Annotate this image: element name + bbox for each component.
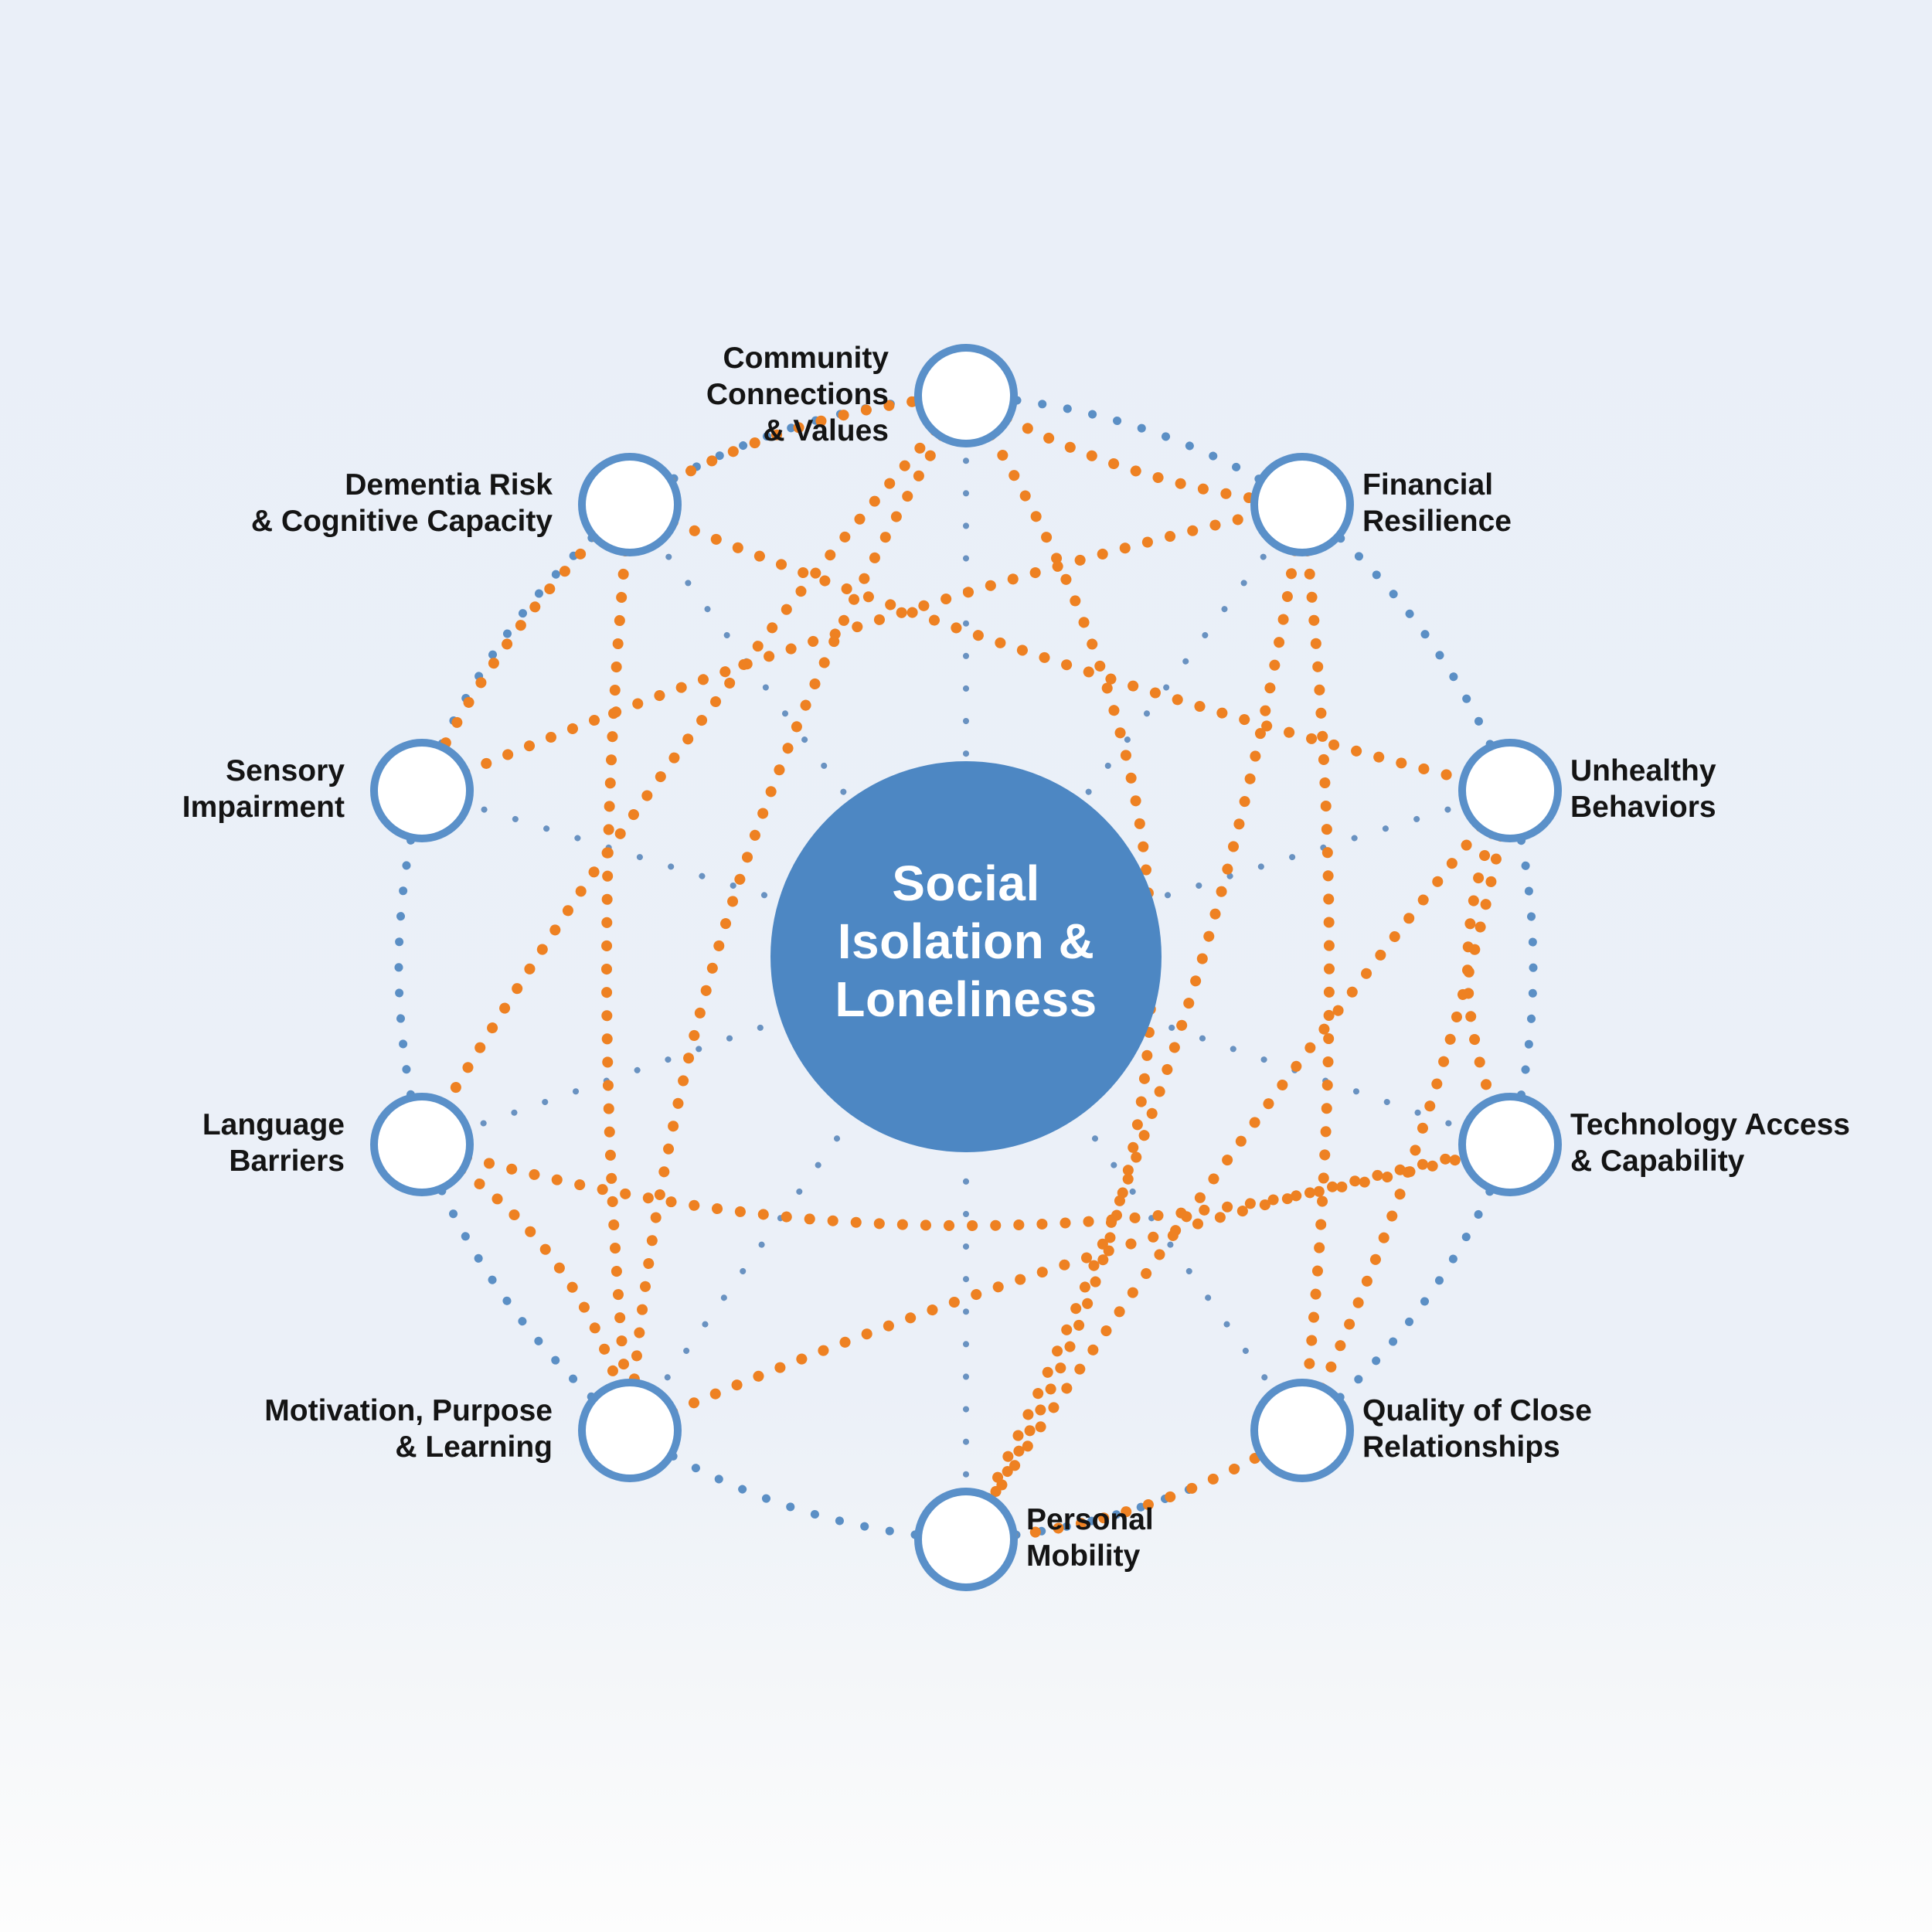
node-label-line: Mobility [1026, 1539, 1141, 1573]
node-circle-language [370, 1093, 474, 1196]
node-label-line: & Learning [395, 1430, 553, 1464]
edge-orange-financial-quality [1297, 499, 1335, 1436]
center-label: Social Isolation & Loneliness [765, 855, 1167, 1034]
node-label-line: & Capability [1570, 1145, 1745, 1178]
node-label-line: Resilience [1362, 505, 1512, 538]
edge-orange-dementia-unhealthy [624, 499, 1515, 796]
node-label-line: Sensory [226, 754, 345, 787]
node-circle-mobility [914, 1488, 1018, 1591]
edge-orange-dementia-motivation [601, 499, 635, 1436]
edge-radial-motivation [627, 954, 969, 1434]
node-label-line: Connections [706, 377, 889, 411]
edge-orange-sensory-financial [417, 499, 1308, 796]
node-label-technology: Technology Access & Capability [1570, 1107, 1850, 1179]
edge-orange-motivation-technology [624, 1139, 1515, 1436]
node-label-motivation: Motivation, Purpose& Learning [264, 1393, 553, 1465]
edge-perimeter-community-financial [961, 391, 1307, 509]
node-label-line: Relationships [1362, 1430, 1560, 1464]
edge-orange-community-language [417, 390, 971, 1150]
edge-radial-quality [963, 954, 1305, 1434]
edge-orange-community-financial [961, 390, 1308, 510]
node-circle-unhealthy [1458, 739, 1562, 842]
edge-orange-language-motivation [417, 1139, 635, 1436]
node-label-line: & Cognitive Capacity [250, 505, 553, 538]
node-label-line: Quality of Close [1362, 1394, 1592, 1427]
center-label-line: Isolation & [837, 913, 1095, 969]
node-label-line: Technology Access [1570, 1108, 1850, 1141]
node-label-line: Motivation, Purpose [264, 1394, 553, 1427]
center-circle [770, 761, 1162, 1152]
node-label-line: Impairment [182, 791, 345, 824]
node-circle-technology [1458, 1093, 1562, 1196]
edge-orange-unhealthy-technology [1462, 785, 1515, 1150]
node-label-dementia: Dementia Risk& Cognitive Capacity [251, 467, 553, 539]
edge-orange-language-technology [417, 1139, 1515, 1231]
node-label-line: Behaviors [1570, 791, 1716, 824]
node-circle-motivation [578, 1379, 682, 1482]
edge-perimeter-language-sensory [394, 786, 427, 1149]
edge-orange-unhealthy-quality [1297, 785, 1515, 1436]
node-label-line: Financial [1362, 468, 1494, 502]
node-circle-community [914, 344, 1018, 447]
node-circle-quality [1250, 1379, 1354, 1482]
node-circle-dementia [578, 453, 682, 556]
node-label-line: Community [723, 341, 889, 375]
node-circle-financial [1250, 453, 1354, 556]
node-label-line: Unhealthy [1570, 754, 1716, 787]
edge-orange-financial-mobility [961, 499, 1308, 1545]
center-label-line: Loneliness [835, 971, 1097, 1027]
node-label-line: & Values [763, 413, 889, 447]
edge-orange-unhealthy-mobility [961, 785, 1515, 1545]
node-label-line: Barriers [229, 1145, 345, 1178]
edge-perimeter-mobility-motivation [625, 1426, 971, 1544]
edge-orange-community-motivation [624, 390, 971, 1436]
node-label-line: Language [202, 1108, 345, 1141]
edge-perimeter-unhealthy-technology [1505, 786, 1538, 1149]
node-label-line: Dementia Risk [345, 468, 553, 502]
node-circle-sensory [370, 739, 474, 842]
node-label-line: Personal [1026, 1503, 1154, 1536]
center-label-line: Social [892, 855, 1040, 911]
